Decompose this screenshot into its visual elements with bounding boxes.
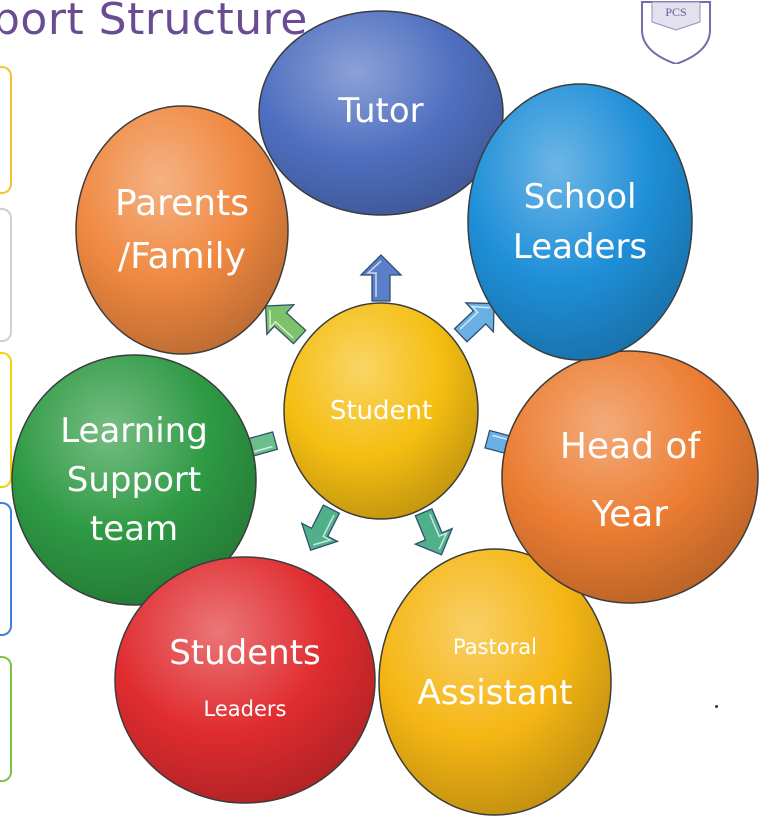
node-label: Students	[169, 633, 321, 673]
arrow-shape	[300, 504, 341, 552]
arrow-to-parents-family	[264, 303, 307, 345]
node-label: School	[524, 177, 637, 217]
node-small-label: Leaders	[204, 697, 287, 721]
node-circle	[501, 350, 759, 604]
arrow-shape	[453, 302, 495, 343]
center-circle	[283, 302, 479, 520]
page-title: port Structure	[0, 0, 308, 45]
node-tutor: Tutor	[258, 10, 504, 216]
node-label: Learning	[60, 411, 208, 451]
node-label: team	[90, 509, 178, 549]
center-label: Student	[330, 396, 432, 426]
side-tab	[0, 656, 12, 782]
decorative-dot	[715, 705, 718, 708]
node-circle	[258, 10, 504, 216]
arrow-to-pastoral-assistant	[413, 508, 454, 556]
arrow-shape	[359, 254, 403, 302]
node-circle	[114, 556, 376, 804]
node-circle	[75, 105, 289, 355]
arrow-to-tutor	[359, 254, 403, 302]
node-circle	[11, 354, 257, 606]
node-head-of-year: Head of Year	[501, 350, 759, 604]
school-crest-icon: PCS	[641, 1, 711, 64]
node-label: /Family	[118, 236, 246, 277]
arrow-shape	[413, 508, 454, 556]
arrow-to-school-leaders	[453, 302, 495, 343]
node-label: Leaders	[513, 227, 647, 267]
node-parents-family: Parents/Family	[75, 105, 289, 355]
side-tab	[0, 66, 12, 194]
node-label: Assistant	[418, 673, 573, 713]
svg-text:PCS: PCS	[665, 5, 686, 19]
node-label: Year	[591, 494, 668, 535]
node-student: Student	[283, 302, 479, 520]
node-small-label: Pastoral	[453, 635, 537, 659]
side-tab	[0, 502, 12, 636]
node-circle	[378, 548, 612, 816]
node-label: Support	[67, 460, 201, 500]
node-label: Head of	[560, 426, 702, 467]
arrow-to-students-leaders	[300, 504, 341, 552]
node-label: Tutor	[337, 91, 423, 131]
side-tab	[0, 208, 12, 342]
nodes-layer: TutorParents/FamilyLearningSupportteamSt…	[11, 10, 759, 816]
node-circle	[467, 83, 693, 361]
arrow-shape	[264, 303, 307, 345]
side-tab	[0, 352, 12, 488]
node-label: Parents	[115, 183, 249, 224]
center-layer: Student	[283, 302, 479, 520]
